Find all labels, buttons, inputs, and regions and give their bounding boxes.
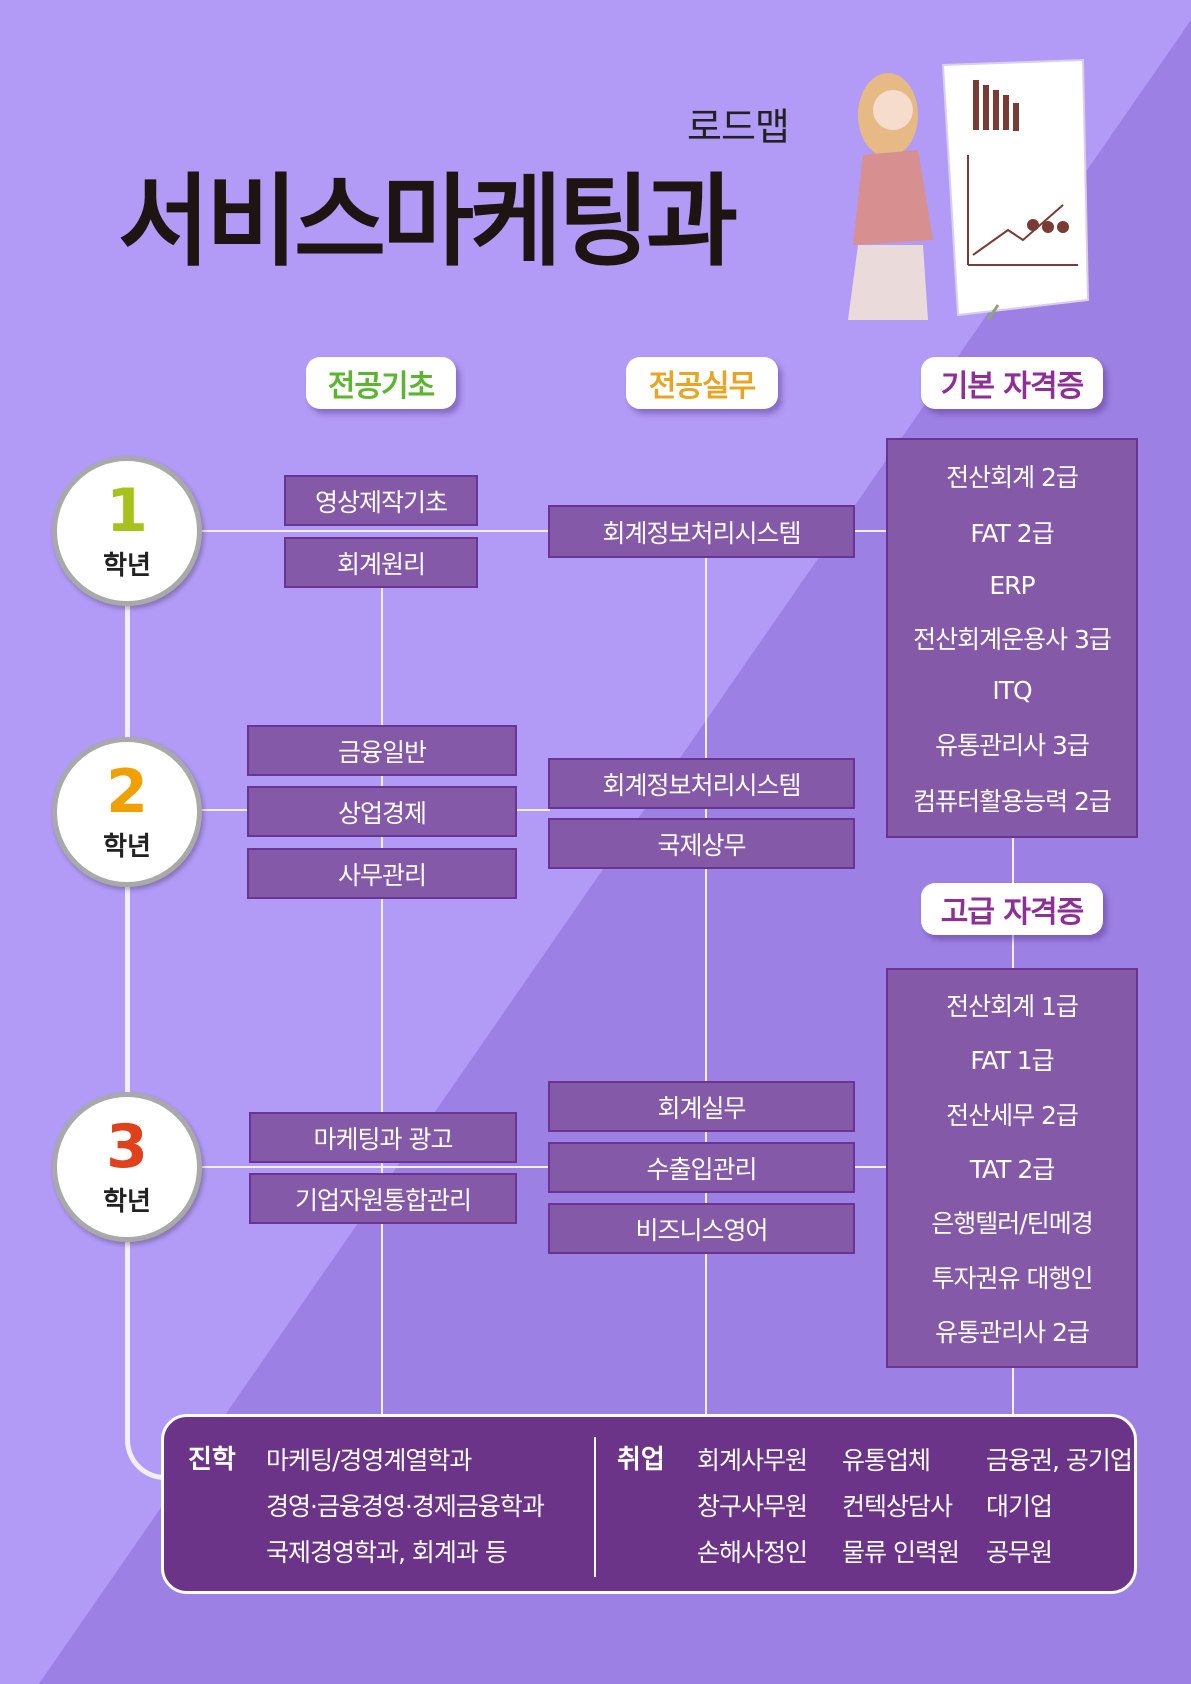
- cert-item: 전산회계 2급: [946, 463, 1079, 493]
- practice-connector: [705, 557, 707, 1414]
- column-header-cert-basic: 기본 자격증: [921, 357, 1103, 409]
- further-study-label: 진학: [188, 1445, 236, 1475]
- course-box: 국제상무: [548, 818, 855, 869]
- cert-item: 유통관리사 2급: [935, 1317, 1090, 1347]
- employment-item: 물류 인력원: [842, 1538, 960, 1567]
- outcomes-panel: 진학 마케팅/경영계열학과 경영·금융경영·경제금융학과 국제경영학과, 회계과…: [161, 1414, 1137, 1594]
- cert-item: 은행텔러/틴메경: [931, 1209, 1093, 1239]
- employment-item: 금융권, 공기업: [986, 1446, 1133, 1475]
- course-box: 사무관리: [247, 848, 517, 899]
- cert-item: 유통관리사 3급: [935, 730, 1090, 760]
- cert-item: 컴퓨터활용능력 2급: [913, 786, 1112, 816]
- employment-label: 취업: [617, 1445, 665, 1475]
- further-study-item: 마케팅/경영계열학과: [266, 1446, 472, 1475]
- year-3-badge: 3 학년: [52, 1092, 202, 1242]
- year-1-badge: 1 학년: [52, 456, 202, 606]
- course-box: 회계정보처리시스템: [548, 758, 855, 809]
- presenter-illustration: [848, 58, 1090, 320]
- cert-item: 전산회계운용사 3급: [913, 624, 1112, 654]
- employment-item: 손해사정인: [697, 1538, 808, 1567]
- course-box: 영상제작기초: [284, 475, 478, 526]
- column-header-practice: 전공실무: [626, 357, 778, 409]
- employment-item: 컨텍상담사: [842, 1492, 953, 1521]
- year-label: 학년: [103, 831, 151, 862]
- employment-item: 유통업체: [842, 1446, 931, 1475]
- cert-item: 투자권유 대행인: [931, 1263, 1094, 1293]
- basic-connector: [381, 587, 383, 1414]
- cert-item: FAT 2급: [970, 519, 1054, 549]
- course-box: 비즈니스영어: [548, 1203, 855, 1254]
- year1-connector: [200, 530, 890, 532]
- course-box: 상업경제: [247, 786, 517, 837]
- year3-connector: [200, 1166, 890, 1168]
- year-2-badge: 2 학년: [52, 737, 202, 887]
- year-label: 학년: [103, 1186, 151, 1217]
- course-box: 마케팅과 광고: [249, 1112, 517, 1163]
- divider: [594, 1437, 596, 1577]
- column-header-basic: 전공기초: [306, 357, 456, 409]
- cert-item: 전산회계 1급: [946, 992, 1079, 1022]
- employment-item: 창구사무원: [697, 1492, 808, 1521]
- timeline-line: [125, 540, 130, 1420]
- cert-item: ERP: [989, 570, 1035, 600]
- year-label: 학년: [103, 550, 151, 581]
- column-header-cert-advanced: 고급 자격증: [921, 883, 1103, 935]
- page-title: 서비스마케팅과: [118, 163, 738, 280]
- year-number: 1: [106, 475, 148, 546]
- course-box: 회계실무: [548, 1081, 855, 1132]
- employment-item: 대기업: [986, 1492, 1053, 1521]
- cert-item: FAT 1급: [970, 1046, 1054, 1076]
- course-box: 회계원리: [284, 537, 478, 588]
- cert-item: 전산세무 2급: [946, 1100, 1079, 1130]
- subtitle: 로드맵: [687, 105, 790, 149]
- further-study-item: 국제경영학과, 회계과 등: [266, 1538, 508, 1567]
- year-number: 3: [106, 1111, 148, 1182]
- employment-item: 회계사무원: [697, 1446, 808, 1475]
- course-box: 수출입관리: [548, 1142, 855, 1193]
- course-box: 금융일반: [247, 725, 517, 776]
- cert-basic-list: 전산회계 2급 FAT 2급 ERP 전산회계운용사 3급 ITQ 유통관리사 …: [886, 438, 1138, 838]
- cert-item: TAT 2급: [969, 1154, 1056, 1184]
- course-box: 기업자원통합관리: [249, 1173, 517, 1224]
- cert-advanced-list: 전산회계 1급 FAT 1급 전산세무 2급 TAT 2급 은행텔러/틴메경 투…: [886, 968, 1138, 1368]
- year-number: 2: [106, 756, 148, 827]
- cert-item: ITQ: [992, 676, 1032, 706]
- course-box: 회계정보처리시스템: [548, 505, 855, 558]
- employment-item: 공무원: [986, 1538, 1053, 1567]
- further-study-item: 경영·금융경영·경제금융학과: [266, 1492, 545, 1521]
